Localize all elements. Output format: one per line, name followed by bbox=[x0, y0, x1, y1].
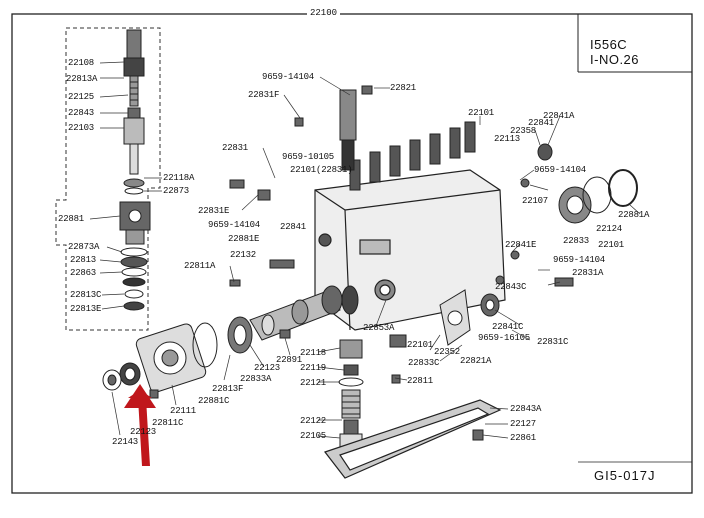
part-label: 22841 bbox=[528, 118, 555, 128]
part-label: 22121 bbox=[300, 378, 327, 388]
part-label: 22853A bbox=[363, 323, 395, 333]
assembly-number: 22100 bbox=[307, 8, 341, 18]
part-label: 22811C bbox=[152, 418, 184, 428]
bottom-gasket bbox=[324, 399, 502, 479]
part-label: 22841 bbox=[280, 222, 307, 232]
tappet-assembly bbox=[338, 339, 364, 449]
part-label: 22831F bbox=[248, 90, 280, 100]
part-label: 22873A bbox=[68, 242, 100, 252]
part-label: 22813C bbox=[70, 290, 102, 300]
part-label: 22811 bbox=[407, 376, 434, 386]
part-label: 22123 bbox=[254, 363, 281, 373]
highlight-arrow bbox=[124, 384, 156, 466]
part-label: 22843A bbox=[510, 404, 542, 414]
part-label: 22132 bbox=[230, 250, 257, 260]
part-label: 22813E bbox=[70, 304, 102, 314]
part-label: 22833 bbox=[563, 236, 590, 246]
camshaft bbox=[249, 285, 359, 341]
part-label: 22124 bbox=[596, 224, 623, 234]
leader-lines bbox=[89, 61, 641, 439]
part-label: 22108 bbox=[68, 58, 95, 68]
part-label: 22119 bbox=[300, 363, 327, 373]
part-label: 22881 bbox=[58, 214, 85, 224]
side-seals bbox=[537, 143, 638, 224]
part-label: 22813F bbox=[212, 384, 244, 394]
part-label: 22861 bbox=[510, 433, 537, 443]
part-label: 22813A bbox=[66, 74, 98, 84]
part-label: 22863 bbox=[70, 268, 97, 278]
part-label: 22831A bbox=[572, 268, 604, 278]
part-label: 22843C bbox=[495, 282, 527, 292]
part-label: 22881C bbox=[198, 396, 230, 406]
part-label: 22821 bbox=[390, 83, 417, 93]
part-label: 22831E bbox=[198, 206, 230, 216]
part-label: 22352 bbox=[434, 347, 461, 357]
outer-frame bbox=[11, 13, 693, 494]
part-label: 22111 bbox=[170, 406, 197, 416]
part-label: 22821A bbox=[460, 356, 492, 366]
part-label: 22811A bbox=[184, 261, 216, 271]
part-label: 22101 bbox=[468, 108, 495, 118]
part-label: 22118 bbox=[300, 348, 327, 358]
part-label: 22127 bbox=[510, 419, 537, 429]
governor-plate bbox=[439, 289, 500, 346]
part-label: 22843 bbox=[68, 108, 95, 118]
part-label: 22101(22831) bbox=[290, 165, 353, 175]
reference-line-2: I-NO.26 bbox=[590, 52, 640, 67]
figure-code: GI5-017J bbox=[594, 468, 656, 483]
part-label: 22833C bbox=[408, 358, 440, 368]
part-label: 22122 bbox=[300, 416, 327, 426]
part-label: 22873 bbox=[163, 186, 190, 196]
part-label: 22841C bbox=[492, 322, 524, 332]
part-label: 22107 bbox=[522, 196, 549, 206]
part-label: 22881E bbox=[228, 234, 260, 244]
part-label: 22101 bbox=[598, 240, 625, 250]
injector-nozzle bbox=[123, 29, 145, 195]
part-label: 22143 bbox=[112, 437, 139, 447]
part-label: 9659-16105 bbox=[478, 333, 531, 343]
part-label: 22358 bbox=[510, 126, 537, 136]
part-label: 9659-10105 bbox=[282, 152, 335, 162]
part-label: 22813 bbox=[70, 255, 97, 265]
injector-group-outline bbox=[55, 27, 161, 331]
part-label: 22118A bbox=[163, 173, 195, 183]
bearing-cover bbox=[102, 316, 253, 393]
part-label: 9659-14104 bbox=[208, 220, 261, 230]
part-label: 22125 bbox=[68, 92, 95, 102]
part-label: 22103 bbox=[68, 123, 95, 133]
part-label: 22841A bbox=[543, 111, 575, 121]
part-label: 22833A bbox=[240, 374, 272, 384]
part-label: 9659-14104 bbox=[553, 255, 606, 265]
small-parts bbox=[149, 85, 574, 441]
part-label: 22101 bbox=[407, 340, 434, 350]
delivery-valve-holder bbox=[119, 201, 151, 311]
delivery-valves bbox=[339, 89, 476, 191]
part-label: 22891 bbox=[276, 355, 303, 365]
part-label: 22841E bbox=[505, 240, 537, 250]
part-label: 9659-14104 bbox=[534, 165, 587, 175]
reference-line-1: I556C bbox=[590, 37, 628, 52]
part-label: 22123 bbox=[130, 427, 157, 437]
part-label: 22881A bbox=[618, 210, 650, 220]
part-label: 22831C bbox=[537, 337, 569, 347]
part-label: 9659-14104 bbox=[262, 72, 315, 82]
part-label: 22831 bbox=[222, 143, 249, 153]
part-label: 22113 bbox=[494, 134, 521, 144]
part-label: 22105 bbox=[300, 431, 327, 441]
